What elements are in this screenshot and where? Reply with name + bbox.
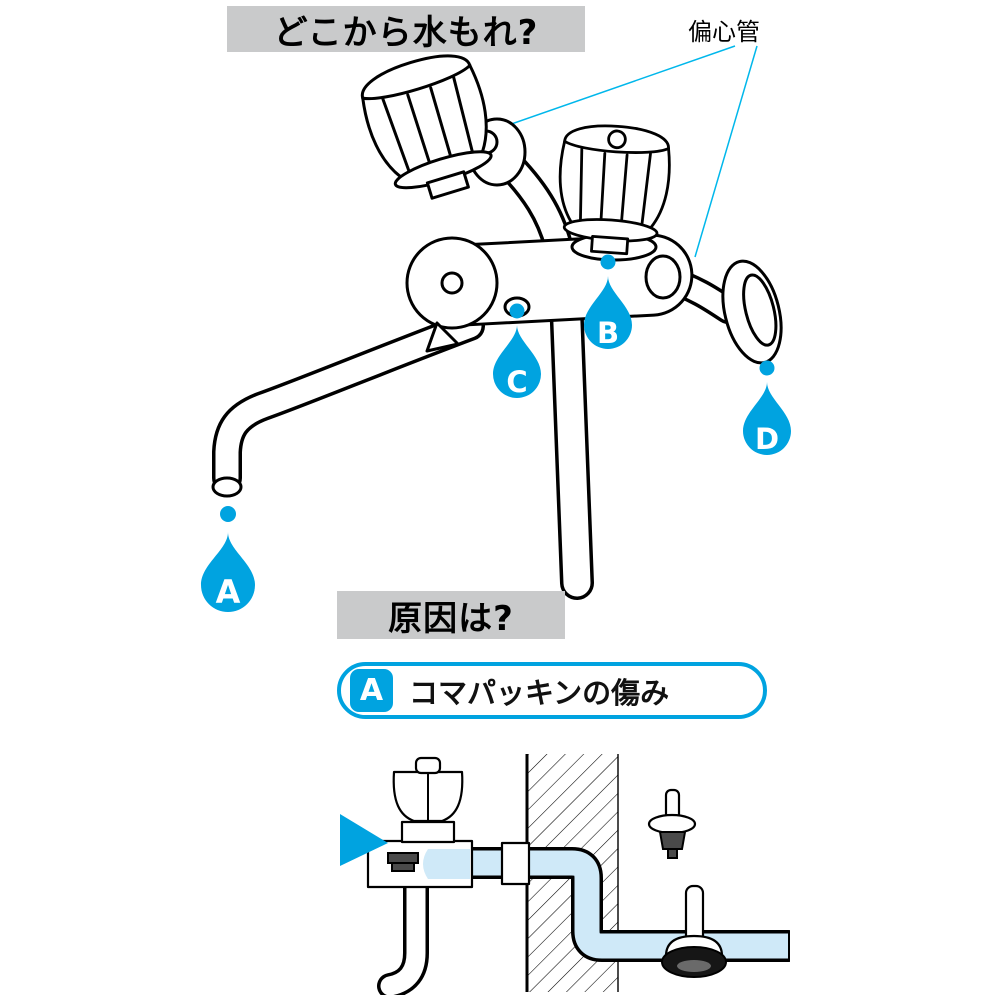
hot-water-handle [353,44,508,212]
water-drop-icon: D [743,360,791,456]
wall-flange [721,259,783,365]
water-drop-icon: C [493,303,541,399]
svg-text:D: D [755,422,779,456]
spout-cap [405,236,499,353]
water-drop-icon: A [201,506,255,612]
leak-marker-c: C [487,303,547,411]
cause-a-badge: A [350,669,393,712]
eccentric-pipe-label: 偏心管 [688,18,760,46]
water-supply-pipe [414,847,790,962]
svg-text:A: A [216,573,241,611]
wall-union-nut [500,841,531,886]
koma-packing-part-large [661,884,727,978]
svg-text:C: C [506,365,527,399]
water-inside-valve [423,849,470,879]
faucet-illustration [211,44,783,600]
leak-marker-d: D [737,360,797,468]
page-title: どこから水もれ? [227,6,585,53]
cold-water-handle [553,121,674,258]
eccentric-pipe-leader-lines [496,45,758,258]
water-drop-icon: B [584,254,632,350]
faucet-spout [211,311,485,498]
koma-packing-part-small [647,788,697,859]
leak-point-dot [220,506,236,522]
svg-text:B: B [597,316,619,350]
worn-packing [387,852,419,864]
lower-pipe [377,869,429,995]
packing-pointer-arrow-icon [340,814,388,866]
cause-a-text: コマパッキンの傷み [409,675,670,710]
leak-marker-a: A [195,506,261,628]
valve-body [366,756,474,889]
leak-point-dot [509,303,525,319]
cause-heading: 原因は? [337,591,565,639]
leak-point-dot [600,254,616,270]
shower-pipe [549,281,594,600]
leak-point-dot [759,360,775,376]
leak-marker-b: B [578,254,638,362]
cause-a-banner: A コマパッキンの傷み [337,662,767,719]
bonnet [400,820,456,844]
valve-cross-section-illustration [340,754,790,995]
